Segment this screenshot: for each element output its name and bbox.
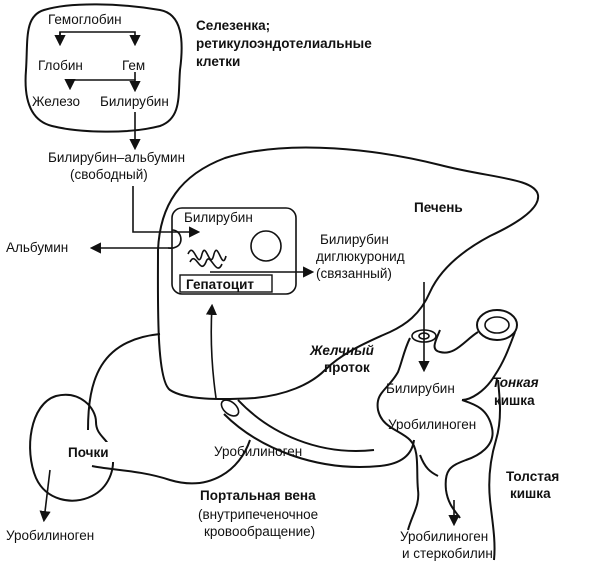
spleen-title-line1: Селезенка; (196, 18, 270, 33)
spleen-cell-outline (24, 3, 183, 133)
intestine-upper-wall (433, 329, 516, 401)
portal-vein-opening (220, 399, 240, 417)
hemoglobin-split-arrow (59, 31, 141, 47)
intestine-bilirubin-label: Билирубин (386, 381, 455, 396)
bile-duct-line2: проток (324, 360, 370, 375)
nucleus-icon (250, 230, 282, 262)
hepatocyte-bilirubin-label: Билирубин (184, 210, 253, 225)
portal-vein-sub-line1: (внутрипеченочное (198, 507, 318, 522)
kidney-label-bg (64, 442, 126, 462)
small-intestine-line2: кишка (494, 393, 535, 408)
small-intestine-line1: Тонкая (492, 375, 539, 390)
free-bilirubin-label: (свободный) (70, 167, 148, 182)
large-intestine-line1: Толстая (506, 469, 559, 484)
intestine-opening-inner (484, 316, 510, 334)
heme-to-iron-arrow (70, 72, 136, 88)
diglucuronide-line2: диглюкуронид (316, 249, 405, 264)
fecal-output-line2: и стеркобилин (402, 546, 493, 561)
urine-excretion-arrow (39, 469, 51, 523)
portal-urobilinogen-label: Уробилиноген (214, 444, 302, 459)
endoplasmic-reticulum-icon (187, 249, 227, 269)
diglucuronide-line1: Билирубин (320, 232, 389, 247)
portal-vein-vessel-top (223, 413, 415, 468)
bilirubin-albumin-label: Билирубин–альбумин (48, 150, 185, 165)
heme-label: Гем (122, 58, 145, 73)
hemoglobin-label: Гемоглобин (48, 12, 122, 27)
heme-split-arrow (69, 79, 141, 93)
small-intestine-wall-right (444, 399, 494, 519)
intestine-opening (476, 309, 518, 341)
globin-label: Глобин (38, 58, 83, 73)
intestine-curl (419, 454, 439, 477)
portal-vein-title: Портальная вена (200, 488, 316, 503)
spleen-title-line3: клетки (196, 54, 240, 69)
bile-duct-opening (411, 329, 437, 343)
iron-label: Железо (32, 94, 80, 109)
large-intestine-wall (488, 379, 501, 561)
small-intestine-wall-left (376, 337, 420, 531)
liver-outline (156, 146, 540, 401)
spleen-bilirubin-label: Билирубин (100, 94, 169, 109)
intestine-urobilinogen-label: Уробилиноген (388, 417, 476, 432)
portal-vein-sub-line2: кровообращение) (204, 524, 315, 539)
kidney-label: Почки (68, 445, 109, 460)
fecal-output-line1: Уробилиноген (400, 529, 488, 544)
spleen-title-line2: ретикулоэндотелиальные (196, 36, 372, 51)
renal-vessel (87, 333, 251, 485)
urine-urobilinogen-label: Уробилиноген (6, 528, 94, 543)
bile-duct-opening-inner (418, 332, 430, 340)
kidney-outline (29, 393, 114, 502)
hepatocyte-label-bg (179, 274, 273, 293)
portal-to-liver-arrow (205, 303, 218, 399)
diglucuronide-line3: (связанный) (316, 266, 392, 281)
portal-vein-vessel-bottom (237, 399, 375, 452)
albumin-label: Альбумин (6, 240, 68, 255)
liver-title: Печень (414, 200, 463, 215)
blood-to-liver-arrow (132, 186, 201, 238)
large-intestine-line2: кишка (510, 486, 551, 501)
hepatocyte-label: Гепатоцит (186, 277, 254, 292)
hepatocyte-box (171, 207, 297, 295)
bile-duct-line1: Желчный (309, 343, 375, 358)
